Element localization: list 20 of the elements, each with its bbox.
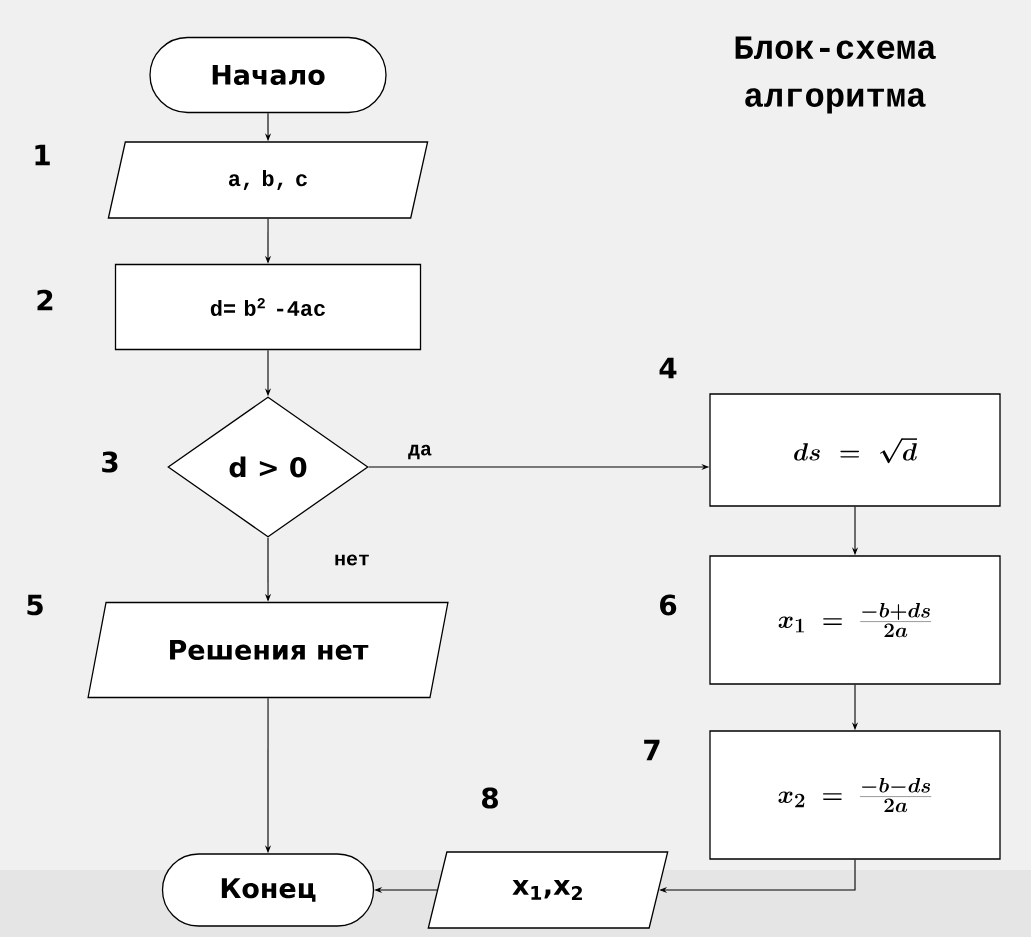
step-number: 5 [27,594,43,616]
step-number: 2 [37,289,53,311]
title: Блок-схема алгоритма [735,36,936,114]
input-output-box: x$_{1}$,x$_{2}$ [427,851,669,929]
process-box: $x_1=\frac{-b + ds}{2a}$ [709,555,1001,685]
process-box: d= b$^{2}$ -4ac [114,263,422,351]
input-output-box: a, b, c [107,141,429,219]
edge-label: нет [335,554,369,566]
step-number: 8 [482,787,498,809]
process-box: $x_2=\frac{-b - ds}{2a}$ [709,730,1001,860]
terminator-box: Конец [161,853,375,927]
terminator-box: Начало [149,36,387,114]
edge-label: да [408,444,432,460]
step-number: 7 [644,739,660,761]
step-number: 1 [35,144,50,166]
process-box: $ds=\sqrt{d}$ [709,393,1001,507]
input-output-box: Решения нет [87,601,449,699]
step-number: 6 [660,594,677,616]
step-number: 3 [102,451,118,473]
step-number: 4 [659,357,677,379]
